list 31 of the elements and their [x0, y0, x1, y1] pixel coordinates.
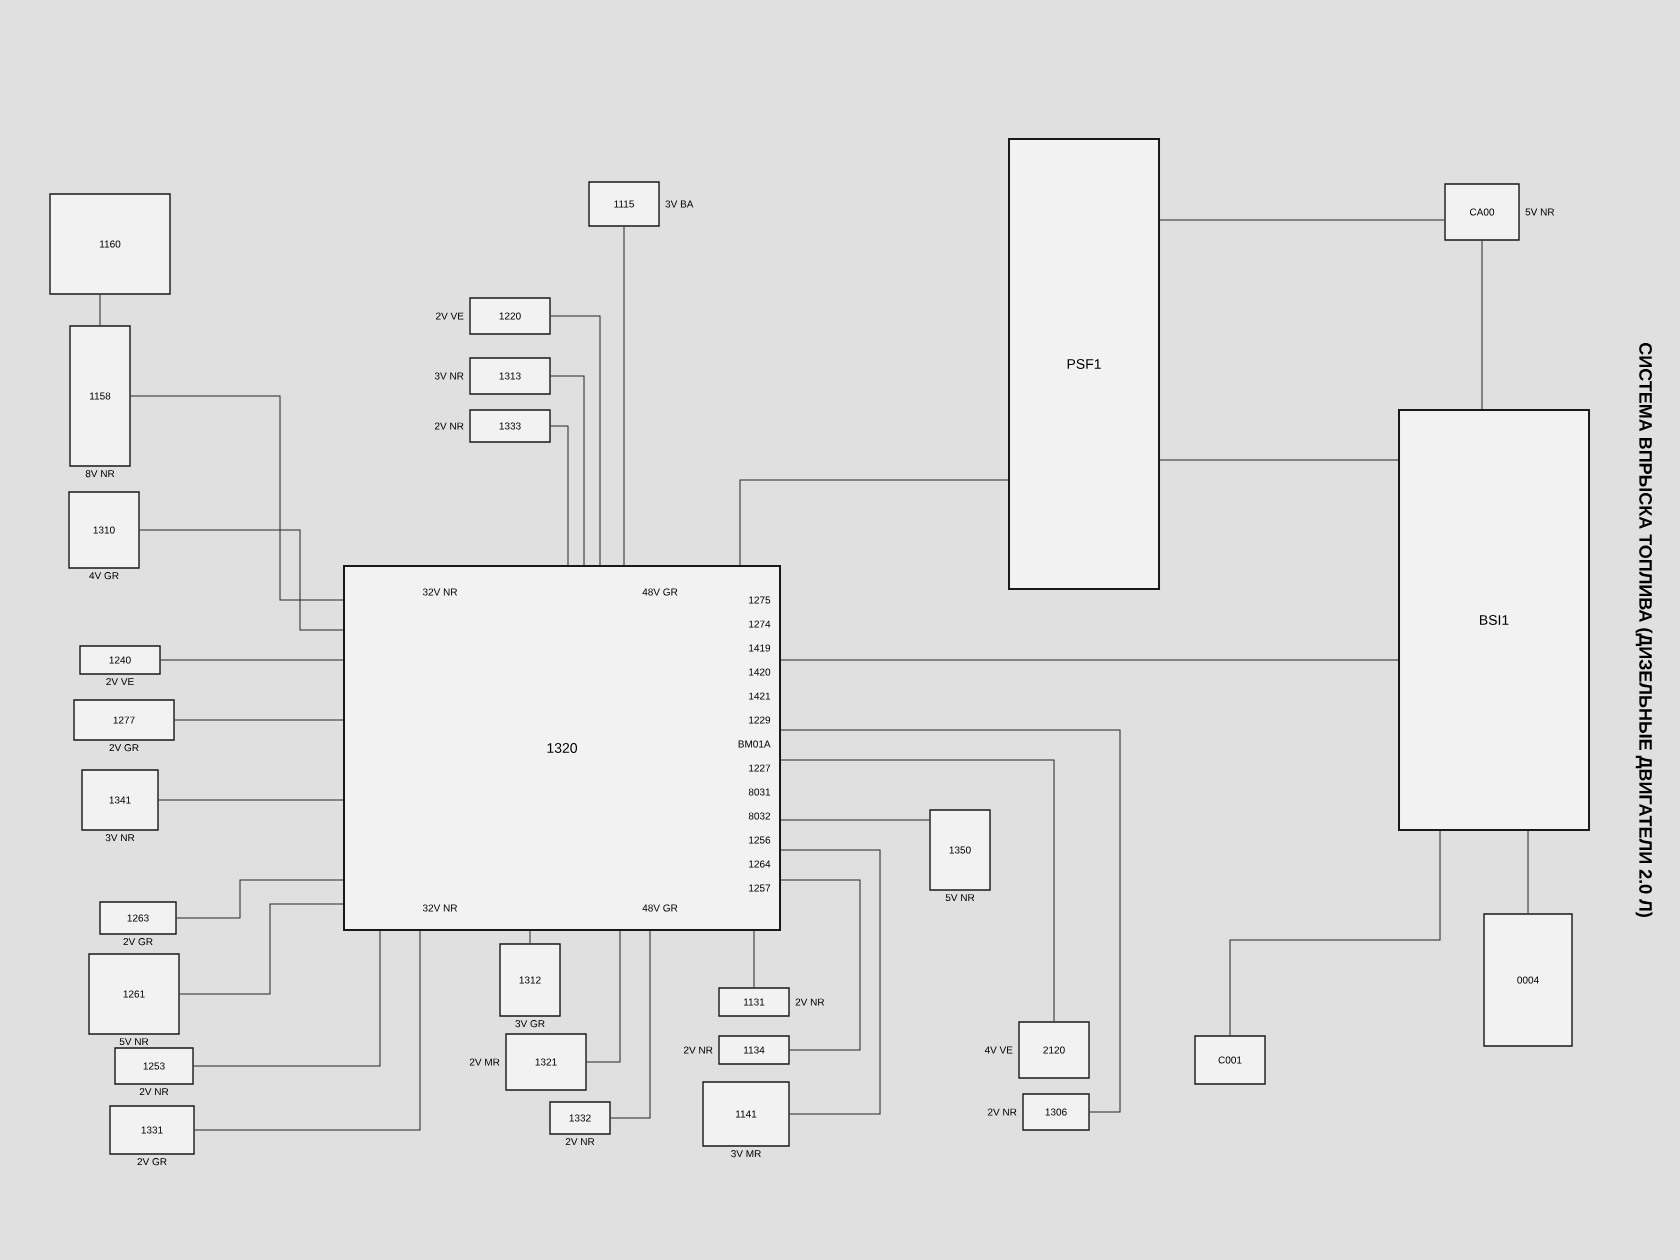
wire: [550, 315, 601, 566]
wire: [1527, 830, 1529, 914]
wire: [1159, 459, 1399, 461]
wire: [739, 479, 1009, 566]
wire: [780, 759, 1055, 1022]
wire: [610, 930, 651, 1119]
wire: [780, 849, 881, 1115]
wire: [1229, 830, 1441, 1036]
wire: [780, 819, 930, 821]
wire: [753, 930, 755, 988]
wire: [130, 395, 344, 601]
wire: [550, 375, 585, 566]
wire: [194, 930, 421, 1131]
wire: [174, 719, 344, 721]
wire: [99, 294, 101, 326]
wire: [193, 930, 381, 1067]
wire: [529, 930, 531, 944]
wire: [179, 903, 344, 995]
wire: [780, 879, 861, 1051]
wire: [176, 879, 344, 919]
wire: [550, 425, 569, 566]
title: СИСТЕМА ВПРЫСКА ТОПЛИВА (ДИЗЕЛЬНЫЕ ДВИГАТЕЛИ 2.0 Л): [1635, 343, 1653, 917]
wire: [1481, 240, 1483, 410]
wire: [780, 659, 1399, 661]
wire: [780, 729, 1121, 1113]
wire: [158, 799, 344, 801]
wire: [139, 529, 344, 631]
wire: [1159, 219, 1445, 221]
wire: [586, 930, 621, 1063]
wire: [160, 659, 344, 661]
wire: [623, 226, 625, 566]
